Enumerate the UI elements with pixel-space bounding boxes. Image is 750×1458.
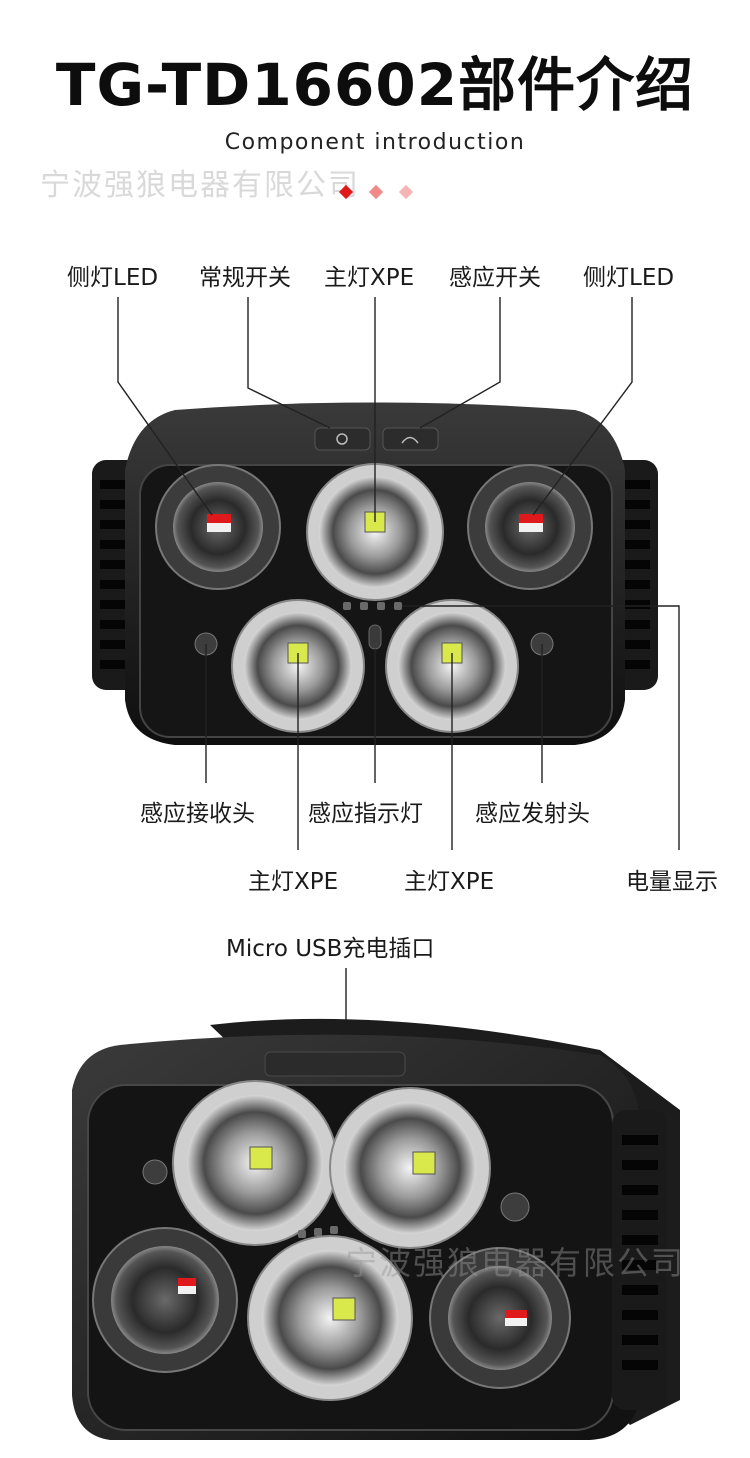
label-sensor-switch: 感应开关 <box>449 265 541 291</box>
usb-port-cover[interactable] <box>264 1051 406 1077</box>
normal-switch-button[interactable] <box>314 427 371 451</box>
label-battery-display: 电量显示 <box>626 869 718 895</box>
watermark-text: 宁波强狼电器有限公司 <box>40 168 360 203</box>
product-view-2 <box>72 1018 680 1440</box>
label-sensor-indicator: 感应指示灯 <box>308 801 423 827</box>
watermark-text-2: 宁波强狼电器有限公司 <box>345 1244 686 1282</box>
label-main-xpe-top: 主灯XPE <box>324 265 415 291</box>
label-usb-port: Micro USB充电插口 <box>226 936 435 962</box>
label-main-xpe-left: 主灯XPE <box>248 869 339 895</box>
side-led-left <box>155 464 281 590</box>
label-sensor-receiver: 感应接收头 <box>140 801 255 827</box>
callout-lines <box>117 297 680 1068</box>
battery-indicator <box>343 602 402 610</box>
side-led-right <box>467 464 593 590</box>
sensor-switch-button[interactable] <box>382 427 439 451</box>
page-title: TG-TD16602部件介绍 <box>55 51 695 119</box>
sensor-indicator-light <box>368 624 382 650</box>
main-xpe-top <box>306 463 444 601</box>
label-side-led-right: 侧灯LED <box>583 265 675 291</box>
label-sensor-emitter: 感应发射头 <box>475 801 590 827</box>
right-grip-2 <box>612 1110 667 1410</box>
label-main-xpe-right: 主灯XPE <box>404 869 495 895</box>
label-normal-switch: 常规开关 <box>199 265 291 291</box>
label-side-led-left: 侧灯LED <box>67 265 159 291</box>
page-subtitle: Component introduction <box>224 130 526 155</box>
